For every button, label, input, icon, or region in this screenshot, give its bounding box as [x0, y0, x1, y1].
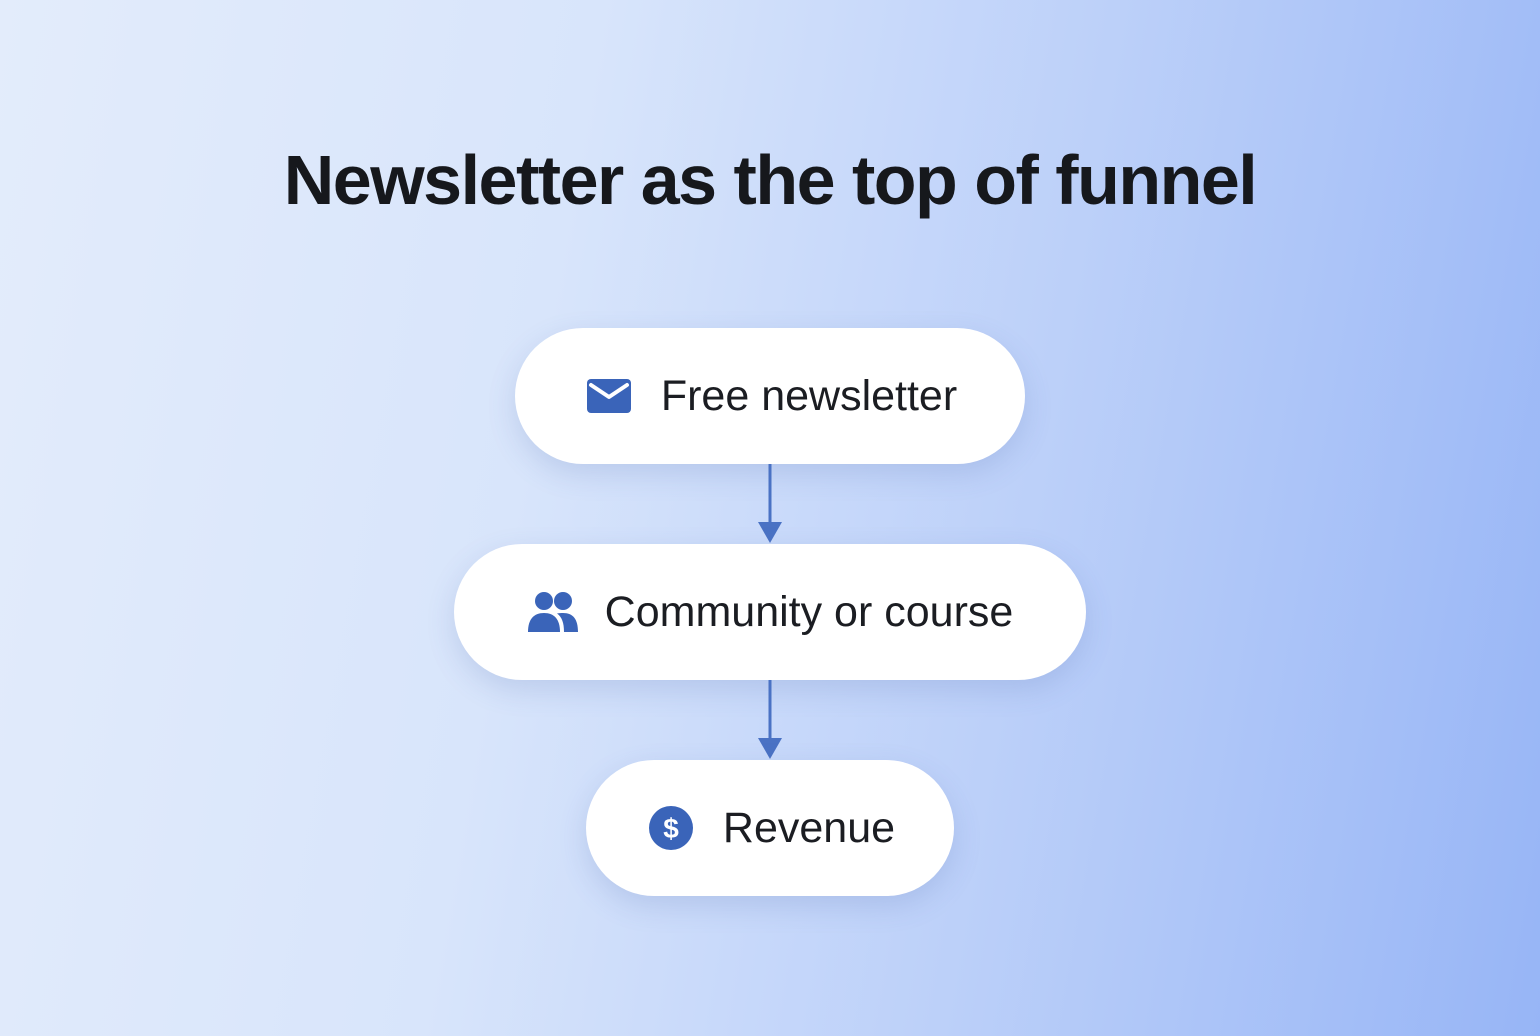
step-label: Community or course [604, 587, 1014, 636]
funnel-step-revenue: $ Revenue [586, 760, 954, 896]
dollar-coin-icon: $ [645, 802, 697, 854]
flow-arrow [758, 680, 782, 759]
diagram-title: Newsletter as the top of funnel [283, 141, 1258, 219]
step-label: Revenue [722, 803, 896, 852]
people-icon [527, 586, 579, 638]
flow-arrow [758, 464, 782, 543]
funnel-step-community-or-course: Community or course [454, 544, 1086, 680]
step-label: Free newsletter [660, 371, 958, 420]
funnel-step-free-newsletter: Free newsletter [515, 328, 1025, 464]
svg-text:$: $ [663, 813, 679, 844]
envelope-icon [583, 370, 635, 422]
